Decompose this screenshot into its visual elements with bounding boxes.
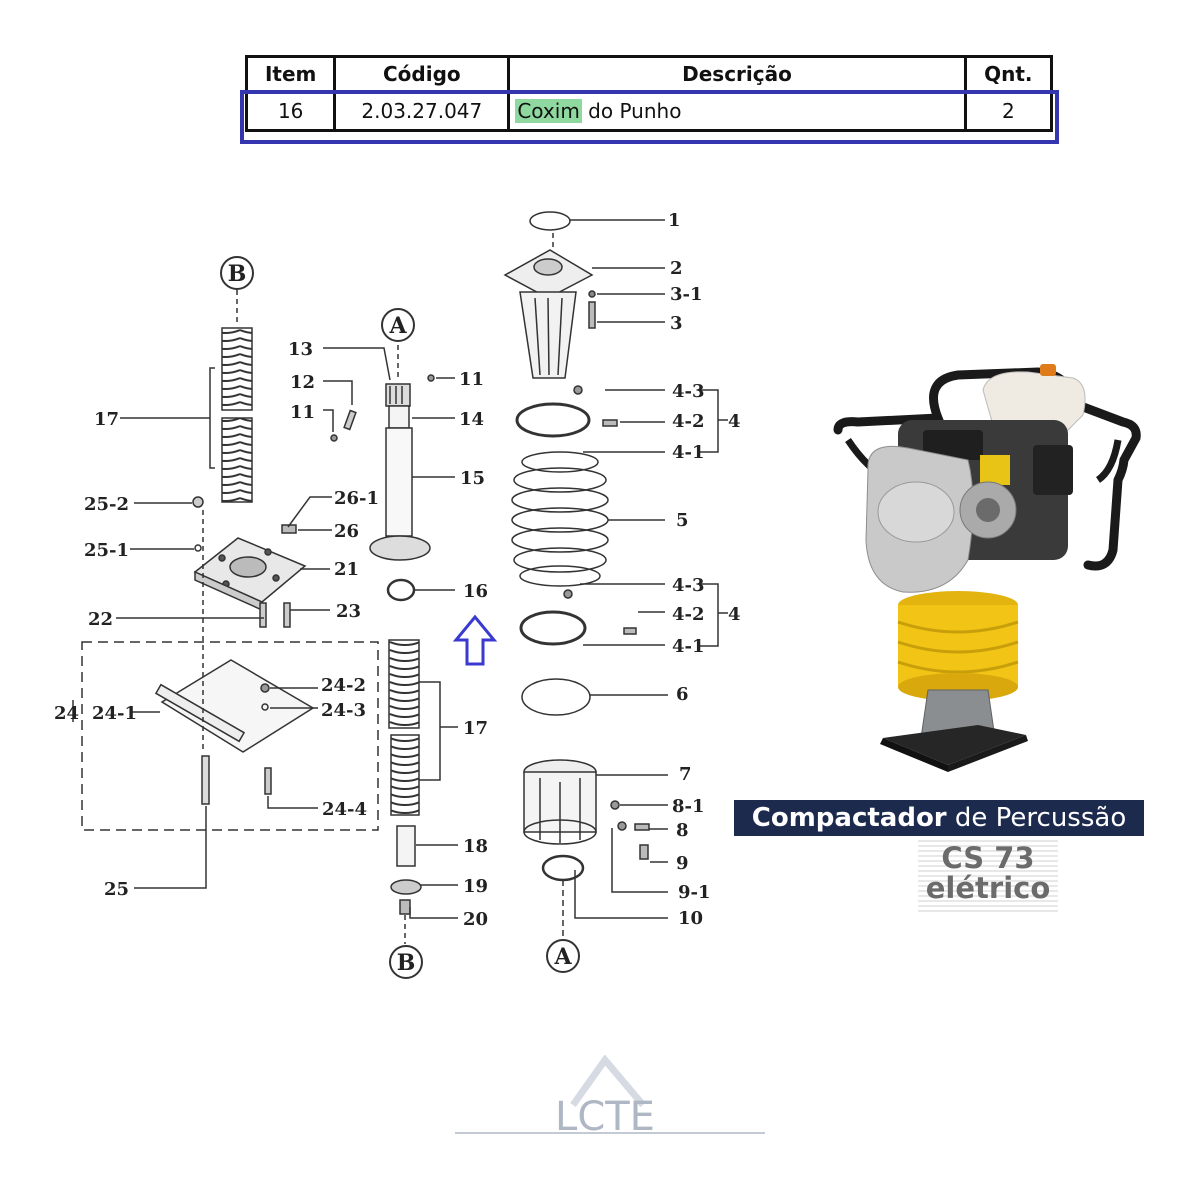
part-15-flange [369,535,431,561]
callout-24-2: 24-2 [321,675,366,696]
callout-25-2: 25-2 [84,494,129,515]
callout-8: 8 [676,820,689,841]
callout-3-1: 3-1 [670,284,703,305]
part-18-pin [396,825,416,867]
model-name: CS 73 [941,841,1035,875]
callout-9: 9 [676,853,689,874]
lcte-watermark-logo: LCTE [455,1055,765,1140]
part-16-ring [386,578,416,602]
callout-1: 1 [668,210,681,231]
row-description: Coxim do Punho [507,90,967,132]
callout-3: 3 [670,313,683,334]
exploded-parts-diagram: A A B B 1 2 3-1 3 4-3 4-2 4-1 4 5 4-3 4-… [54,210,741,979]
description-rest: do Punho [581,99,682,123]
part-19-washer [390,879,422,895]
callout-24-1: 24-1 [92,703,137,724]
header-description: Descrição [507,55,967,93]
part-7-housing [523,759,597,845]
callout-20: 20 [463,909,488,930]
arrow-up-icon [452,614,498,666]
callout-17-left: 17 [94,409,119,430]
part-4-clamp-top [515,402,591,438]
callout-15: 15 [460,468,485,489]
callout-22: 22 [88,609,113,630]
table-header-row: Item Código Descrição Qnt. [244,55,1054,93]
header-code: Código [333,55,511,93]
part-20-nut [399,899,411,915]
svg-text:A: A [553,944,572,970]
callout-11-right: 11 [459,369,484,390]
part-17-spring-lower [390,734,420,816]
callout-24-4: 24-4 [322,799,367,820]
callout-8-1: 8-1 [672,796,705,817]
callout-17-middle: 17 [463,718,488,739]
description-highlight: Coxim [515,99,582,123]
part-17-spring-left-upper [221,327,253,411]
callout-14: 14 [459,409,484,430]
rammer-product-photo [833,364,1141,772]
callout-4-top: 4 [728,411,741,432]
callout-4-2-bottom: 4-2 [672,604,705,625]
part-6-gasket [521,678,591,716]
part-15-shaft [385,427,413,537]
circle-label-b-top: B [220,256,254,290]
circle-label-a-bottom: A [546,939,580,973]
callout-19: 19 [463,876,488,897]
callout-5: 5 [676,510,689,531]
caption-rest: de Percussão [946,803,1127,833]
svg-text:A: A [388,313,407,339]
callout-24: 24 [54,703,79,724]
callout-7: 7 [679,764,692,785]
table-row: 16 2.03.27.047 Coxim do Punho 2 [244,90,1054,132]
callout-11-left: 11 [290,402,315,423]
callout-13: 13 [288,339,313,360]
part-1-ring [529,211,571,231]
callout-6: 6 [676,684,689,705]
callout-4-3-bottom: 4-3 [672,575,705,596]
callout-4-bottom: 4 [728,604,741,625]
header-quantity: Qnt. [963,55,1054,93]
product-caption: Compactador de Percussão [734,800,1144,836]
callout-4-2-top: 4-2 [672,411,705,432]
part-17-spring-left-lower [221,417,253,503]
caption-bold: Compactador [751,803,947,833]
callout-21: 21 [334,559,359,580]
callout-25-1: 25-1 [84,540,129,561]
callout-4-3-top: 4-3 [672,381,705,402]
callout-12: 12 [290,372,315,393]
model-variant: elétrico [925,871,1051,905]
callout-2: 2 [670,258,683,279]
svg-text:B: B [397,950,416,976]
callout-16: 16 [463,581,488,602]
svg-text:B: B [228,261,247,287]
parts-table: Item Código Descrição Qnt. 16 2.03.27.04… [244,55,1054,132]
row-item: 16 [244,90,337,132]
callout-4-1-top: 4-1 [672,442,705,463]
watermark-text: LCTE [555,1094,655,1140]
model-badge: CS 73 elétrico [918,840,1058,912]
part-21-base-plate [193,537,307,612]
circle-label-a-top: A [381,308,415,342]
part-5-bellows [511,451,609,587]
callout-4-1-bottom: 4-1 [672,636,705,657]
circle-label-b-bottom: B [389,945,423,979]
part-4-clamp-bottom [519,610,587,646]
part-17-spring-upper [388,639,420,729]
callout-25: 25 [104,879,129,900]
callout-23: 23 [336,601,361,622]
callout-26-1: 26-1 [334,488,379,509]
row-quantity: 2 [963,90,1054,132]
part-10-ring [541,854,585,882]
callout-24-3: 24-3 [321,700,366,721]
callout-26: 26 [334,521,359,542]
callout-10: 10 [678,908,703,929]
row-code: 2.03.27.047 [333,90,511,132]
assembly-24-box [81,641,379,831]
callout-9-1: 9-1 [678,882,711,903]
callout-18: 18 [463,836,488,857]
header-item: Item [244,55,337,93]
